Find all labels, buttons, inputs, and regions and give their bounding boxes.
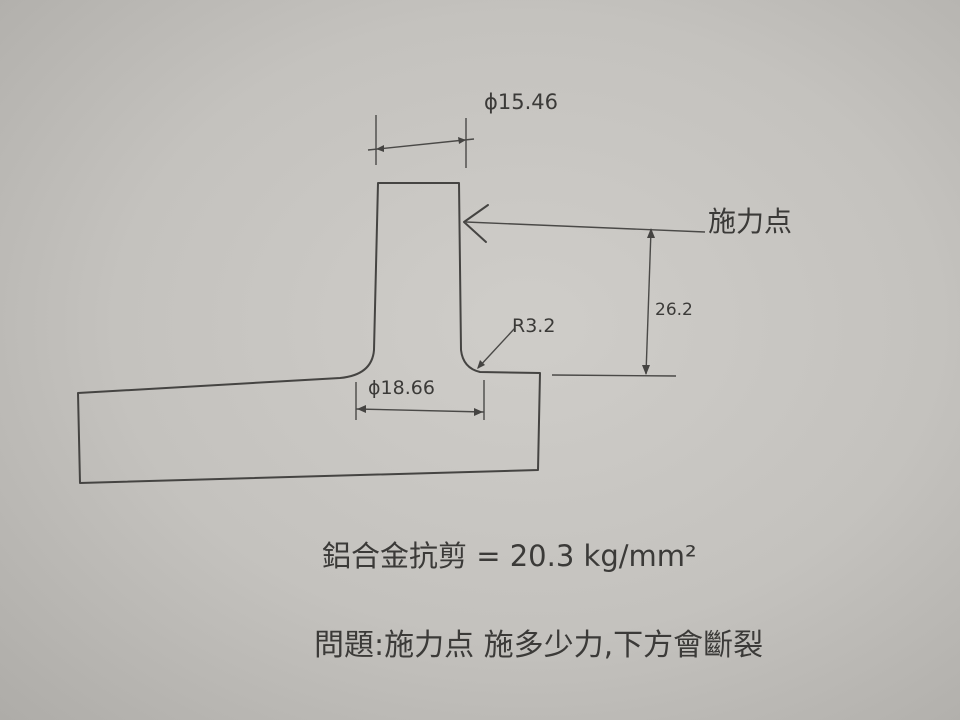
force-arrow-icon bbox=[463, 204, 489, 243]
fillet-leader bbox=[477, 327, 516, 369]
material-note: 鋁合金抗剪 = 20.3 kg/mm² bbox=[322, 539, 697, 573]
part-outline bbox=[77, 182, 541, 484]
question-note: 問題:施力点 施多少力,下方會斷裂 bbox=[314, 628, 764, 663]
height-dimension-line bbox=[645, 229, 652, 375]
arrow-icon bbox=[477, 360, 485, 369]
force-line bbox=[465, 221, 706, 233]
force-point-label: 施力点 bbox=[708, 205, 793, 238]
base-reference-line bbox=[551, 374, 677, 377]
top-dimension-line bbox=[367, 138, 475, 151]
base-diameter-label: ϕ18.66 bbox=[368, 377, 435, 399]
base-dimension-line bbox=[355, 408, 485, 413]
top-diameter-label: ϕ15.46 bbox=[484, 90, 558, 114]
fillet-radius-label: R3.2 bbox=[512, 315, 556, 337]
height-label: 26.2 bbox=[655, 300, 693, 320]
